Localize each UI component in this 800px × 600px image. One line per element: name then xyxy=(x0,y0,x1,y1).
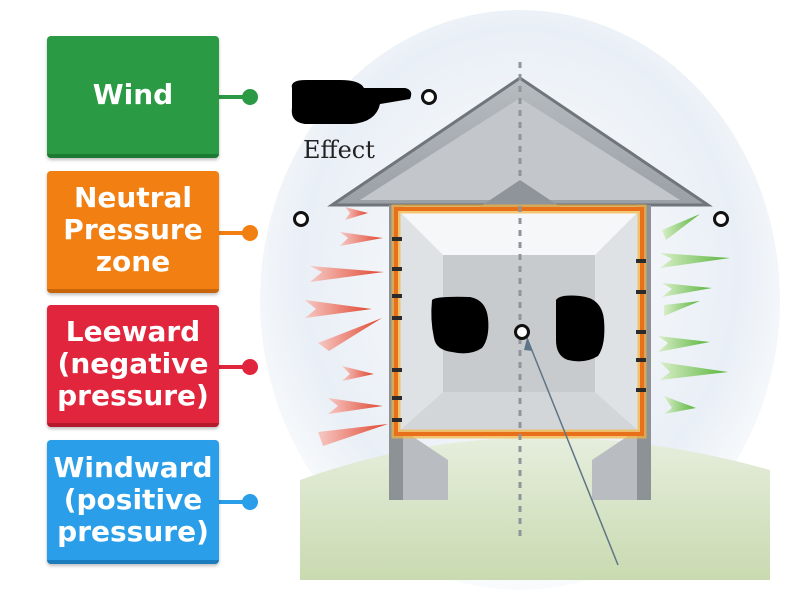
connector-dot-neutral xyxy=(242,225,258,241)
drop-target-left[interactable] xyxy=(293,211,309,227)
redacted-mark-left xyxy=(431,296,489,354)
label-text-line: (negative xyxy=(57,347,209,380)
label-text-line: Pressure xyxy=(63,213,203,246)
label-text-line: Neutral xyxy=(73,181,193,214)
room-right-side xyxy=(595,210,640,432)
label-tile-wind[interactable]: Wind xyxy=(47,36,219,158)
label-text-line: Windward xyxy=(53,451,213,484)
label-text-line: pressure) xyxy=(57,515,209,548)
windward-arrows xyxy=(305,207,388,446)
connector-dot-wind xyxy=(242,89,258,105)
effect-label: Effect xyxy=(303,136,375,164)
room-left-side xyxy=(398,210,443,432)
label-text-line: zone xyxy=(95,245,171,278)
connector-dot-leeward xyxy=(242,359,258,375)
pointer-arrowhead xyxy=(524,338,533,351)
label-tile-leeward[interactable]: Leeward (negative pressure) xyxy=(47,305,219,427)
connector-dot-windward xyxy=(242,494,258,510)
label-tile-neutral-pressure-zone[interactable]: Neutral Pressure zone xyxy=(47,171,219,293)
label-text-line: pressure) xyxy=(57,379,209,412)
drop-target-center[interactable] xyxy=(514,324,530,340)
pointer-line xyxy=(526,337,619,566)
label-tile-windward[interactable]: Windward (positive pressure) xyxy=(47,440,219,564)
left-floor-support xyxy=(403,430,448,500)
ground xyxy=(300,437,770,580)
wall-ticks xyxy=(392,237,646,422)
drop-target-right[interactable] xyxy=(713,211,729,227)
redacted-mark-right xyxy=(556,295,605,362)
label-text: Wind xyxy=(92,78,174,111)
label-text-line: Leeward xyxy=(65,315,201,348)
label-text-line: (positive xyxy=(63,483,203,516)
leeward-arrows xyxy=(658,214,730,414)
drop-target-top[interactable] xyxy=(421,89,437,105)
right-floor-support xyxy=(592,430,637,500)
redacted-mark-top xyxy=(291,80,412,124)
